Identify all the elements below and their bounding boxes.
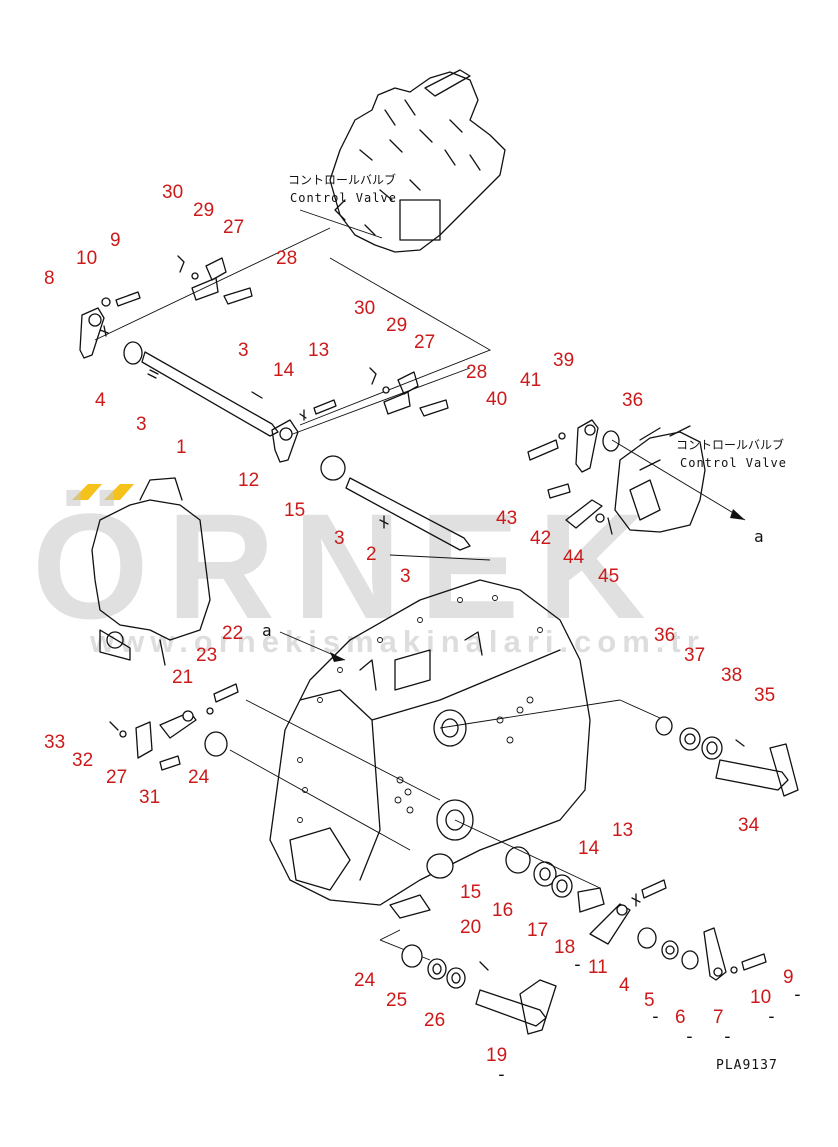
callout: 19 — [486, 1045, 507, 1066]
callout: 37 — [684, 645, 705, 666]
callout: 4 — [95, 390, 106, 411]
callout: 39 — [553, 350, 574, 371]
callout: 35 — [754, 685, 775, 706]
callout: 3 — [238, 340, 249, 361]
callout: 36 — [654, 625, 675, 646]
callout: 27 — [223, 217, 244, 238]
callout: 18 — [554, 937, 575, 958]
callout: 6 — [675, 1007, 686, 1028]
left-rod-assembly — [79, 291, 337, 463]
callout: 1 — [176, 437, 187, 458]
callout: 23 — [196, 645, 217, 666]
watermark: ÖRNEK www.ornekismakinalari.com.tr — [32, 482, 705, 659]
callout: 10 — [76, 248, 97, 269]
separator-mark: - — [792, 984, 803, 1005]
bracket-assembly-middle — [369, 367, 449, 417]
callout: 8 — [44, 268, 55, 289]
control-valve-right-jp-label: コントロールバルブ — [676, 437, 784, 452]
callout: 14 — [578, 838, 600, 859]
callout: 3 — [334, 528, 345, 549]
separator-mark: - — [722, 1026, 733, 1047]
arrow-a-left-label: a — [262, 621, 273, 640]
arrow-a-right-label: a — [754, 527, 765, 546]
callout: 24 — [188, 767, 210, 788]
callout: 31 — [139, 787, 160, 808]
callout: 26 — [424, 1010, 445, 1031]
callout: 5 — [644, 990, 655, 1011]
callout: 38 — [721, 665, 742, 686]
callout: 10 — [750, 987, 771, 1008]
callout: 15 — [284, 500, 305, 521]
main-housing — [269, 579, 591, 919]
callout: 45 — [598, 566, 619, 587]
separator-mark: - — [496, 1064, 507, 1085]
left-lever-assembly — [109, 631, 441, 851]
separator-mark: - — [766, 1006, 777, 1027]
separator-mark: - — [684, 1026, 695, 1047]
watermark-brand: ÖRNEK — [32, 482, 664, 650]
callout: 43 — [496, 508, 517, 529]
callout: 30 — [162, 182, 183, 203]
separator-mark: - — [650, 1006, 661, 1027]
callout: 9 — [783, 967, 794, 988]
callout: 28 — [276, 248, 297, 269]
watermark-url: www.ornekismakinalari.com.tr — [89, 624, 705, 659]
callout: 29 — [386, 315, 407, 336]
lower-right-shaft-parts — [454, 819, 767, 981]
callout: 44 — [563, 547, 585, 568]
right-lever-assembly — [527, 419, 746, 535]
linkage-guide-lines-top — [94, 227, 492, 439]
right-shaft-parts — [439, 699, 799, 797]
callout: 41 — [520, 370, 541, 391]
callout: 21 — [172, 667, 193, 688]
callout: 4 — [619, 975, 630, 996]
callout: 27 — [106, 767, 127, 788]
callout: 24 — [354, 970, 376, 991]
callout: 7 — [713, 1007, 724, 1028]
middle-rod-assembly — [320, 455, 491, 561]
separator-mark: - — [572, 954, 583, 975]
callout: 36 — [622, 390, 643, 411]
callout: 15 — [460, 882, 481, 903]
callout: 27 — [414, 332, 435, 353]
lower-left-shaft-parts — [379, 929, 557, 1035]
callout: 3 — [400, 566, 411, 587]
callout: 16 — [492, 900, 513, 921]
callout: 34 — [738, 815, 760, 836]
callout: 33 — [44, 732, 65, 753]
drawing-code: PLA9137 — [716, 1058, 778, 1073]
callout: 12 — [238, 470, 259, 491]
left-valve-body — [91, 477, 211, 666]
control-valve-right-en-label: Control Valve — [680, 456, 787, 470]
callout: 13 — [612, 820, 633, 841]
control-valve-top-jp-label: コントロールバルブ — [288, 172, 396, 187]
callout: 13 — [308, 340, 329, 361]
bracket-assembly-top-left — [177, 255, 253, 305]
callout: 30 — [354, 298, 375, 319]
callout: 11 — [588, 957, 608, 978]
callout: 32 — [72, 750, 93, 771]
callout-numbers: 30 29 27 28 9 10 8 4 3 3 1 14 13 12 30 2… — [44, 182, 794, 1066]
arrow-a-right — [730, 509, 745, 520]
callout: 40 — [486, 389, 507, 410]
callout: 3 — [136, 414, 147, 435]
callout: 25 — [386, 990, 407, 1011]
control-valve-top — [299, 69, 506, 253]
callout: 20 — [460, 917, 481, 938]
callout: 42 — [530, 528, 551, 549]
control-valve-top-en-label: Control Valve — [290, 191, 397, 205]
callout: 29 — [193, 200, 214, 221]
control-valve-right — [614, 425, 706, 533]
watermark-accent-left — [72, 484, 102, 500]
watermark-accent-right — [104, 484, 134, 500]
callout: 28 — [466, 362, 487, 383]
callout: 22 — [222, 623, 243, 644]
callout: 9 — [110, 230, 121, 251]
separator-marks: - - - - - - - — [496, 954, 803, 1085]
callout: 14 — [273, 360, 295, 381]
callout: 2 — [366, 544, 377, 565]
callout: 17 — [527, 920, 548, 941]
